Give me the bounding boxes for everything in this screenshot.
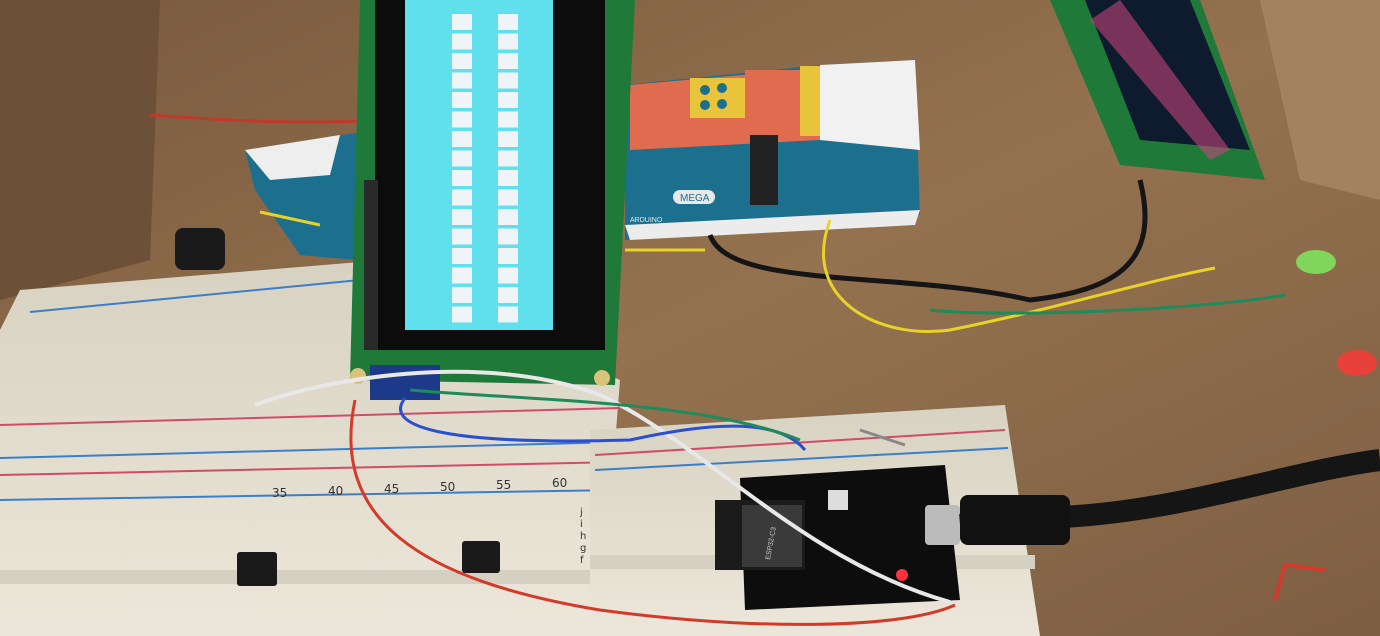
push-button-1[interactable] [237, 552, 277, 586]
red-wire [349, 399, 956, 626]
lcd-character-cell [498, 131, 518, 147]
lcd-character-cell [452, 33, 472, 50]
lcd-character-cell [498, 228, 518, 245]
lcd-character-cell [498, 306, 518, 323]
lcd-character-cell [452, 72, 472, 89]
i2c-backpack [370, 365, 440, 400]
led-resistor [1273, 562, 1326, 601]
lcd-character-cell [452, 131, 472, 147]
lcd-header-pins [364, 180, 378, 350]
green-wire-front [409, 388, 801, 442]
buzzer [175, 228, 225, 270]
box-mega-label: MEGA [680, 193, 710, 204]
lcd-character-cell [452, 228, 472, 245]
usb-c-port[interactable] [925, 505, 960, 545]
lcd-character-cell [498, 287, 518, 303]
lcd-character-cell [498, 53, 518, 69]
lcd-character-cell [452, 53, 472, 69]
breadboard-column-number: 60 [552, 476, 567, 490]
torn-box-white [245, 135, 340, 180]
white-wire [254, 369, 951, 604]
push-button-2[interactable] [462, 541, 500, 573]
lcd-character-cell [498, 248, 518, 264]
usb-cable [959, 449, 1380, 536]
lcd-character-cell [498, 150, 518, 167]
lcd-character-cell [498, 170, 518, 186]
lcd-character-cell [498, 33, 518, 50]
lcd-character-cell [498, 189, 518, 206]
red-wire-back [149, 113, 381, 124]
lcd-character-cell [452, 306, 472, 323]
breadboard-column-number: 50 [440, 480, 455, 494]
lcd-character-cell [452, 209, 472, 225]
green-led [1296, 250, 1336, 274]
gray-wire [859, 428, 906, 447]
green-wire [929, 293, 1286, 315]
lcd-1602-module [350, 0, 635, 400]
lcd-character-cell [452, 287, 472, 303]
power-led [896, 569, 908, 581]
yellow-wire [822, 219, 1216, 333]
lcd-character-cell [498, 267, 518, 284]
lcd-character-cell [452, 170, 472, 186]
breadboard-row-letter: i [580, 519, 583, 530]
lcd-screen [405, 0, 553, 330]
breadboard-column-number: 35 [272, 486, 287, 500]
cardboard-edge [1260, 0, 1380, 200]
lcd-character-cell [452, 248, 472, 264]
esp32-c3-board: ESP32-C3 [715, 465, 960, 610]
lcd-character-cell [498, 209, 518, 225]
lcd-character-cell [452, 150, 472, 167]
lcd-character-cell [452, 267, 472, 284]
lcd-character-cell [452, 92, 472, 108]
breadboard-column-number: 55 [496, 478, 511, 492]
lcd-character-cell [452, 14, 472, 30]
cardboard-flap [0, 0, 160, 300]
box-brand-label: ARDUINO [630, 217, 663, 224]
lcd-character-cell [452, 111, 472, 128]
lcd-character-cell [498, 92, 518, 108]
arduino-mega-box: MEGA ARDUINO [625, 60, 920, 240]
breadboard-row-letter: j [579, 507, 583, 518]
usb-plug [960, 495, 1070, 545]
breadboard-row-letter: g [580, 543, 586, 554]
lcd-character-cell [498, 72, 518, 89]
second-lcd-module [1050, 0, 1265, 180]
breadboard-column-number: 40 [328, 484, 343, 498]
rgb-led [828, 490, 848, 510]
breadboard-row-letter: h [580, 531, 586, 542]
yellow-wire-3 [259, 210, 321, 227]
lcd-character-cell [452, 189, 472, 206]
breadboard-row-letter: f [580, 555, 584, 566]
breadboard-column-number: 45 [384, 482, 399, 496]
lcd-character-cell [498, 111, 518, 128]
black-cable-arduino [707, 179, 1148, 303]
red-led [1337, 350, 1377, 376]
lcd-character-cell [498, 14, 518, 30]
